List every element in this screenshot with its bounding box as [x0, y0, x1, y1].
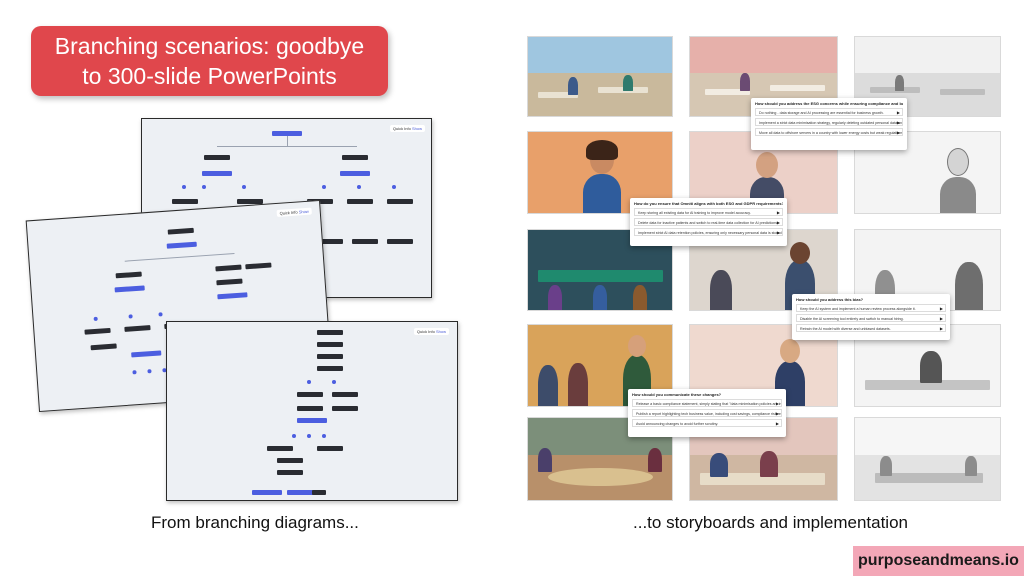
caption-right: ...to storyboards and implementation — [633, 513, 908, 532]
answer-option[interactable]: Publish a report highlighting tech busin… — [632, 409, 782, 417]
answer-option[interactable]: Keep the AI system and implement a human… — [796, 304, 946, 312]
question-title: How should you address this bias? — [796, 297, 864, 302]
slide-title-line-2: to 300-slide PowerPoints — [82, 63, 337, 89]
quick-info-badge: Quick Info Show — [276, 207, 312, 217]
answer-option[interactable]: Disable the AI screening tool entirely a… — [796, 314, 946, 322]
quick-info-badge: Quick Info Show — [413, 328, 449, 335]
answer-option[interactable]: Implement strict AI data retention polic… — [634, 228, 783, 236]
answer-option[interactable]: Keep storing all existing data for AI tr… — [634, 208, 783, 216]
answer-option[interactable]: Implement a strict data minimisation str… — [755, 118, 903, 126]
question-card: How do you ensure that Omniti aligns wit… — [630, 198, 787, 246]
storyboard-panel-office — [689, 36, 838, 117]
answer-option[interactable]: Delete data for inactive patients and sw… — [634, 218, 783, 226]
slide-title: Branching scenarios: goodbye to 300-slid… — [31, 26, 388, 96]
question-title: How should you address the ESG concerns … — [755, 101, 903, 106]
slide-title-line-1: Branching scenarios: goodbye — [54, 33, 365, 59]
branching-diagram-front: Quick Info Show — [166, 321, 458, 501]
storyboard-panel-office — [527, 36, 673, 117]
question-card: How should you communicate these changes… — [628, 389, 786, 437]
answer-option[interactable]: Retrain the AI model with diverse and un… — [796, 324, 946, 332]
question-title: How do you ensure that Omniti aligns wit… — [634, 201, 783, 206]
question-card: How should you address the ESG concerns … — [751, 98, 907, 150]
answer-option[interactable]: Do nothing - data storage and AI process… — [755, 108, 903, 116]
caption-left: From branching diagrams... — [151, 513, 359, 532]
storyboard-panel-boardroom — [854, 417, 1001, 501]
answer-option[interactable]: Avoid announcing changes to avoid furthe… — [632, 419, 782, 427]
question-card: How should you address this bias? Keep t… — [792, 294, 950, 340]
quick-info-badge: Quick Info Show — [389, 125, 425, 132]
answer-option[interactable]: Move all data to offshore servers in a c… — [755, 128, 903, 136]
answer-option[interactable]: Release a basic compliance statement, si… — [632, 399, 782, 407]
brand-badge: purposeandmeans.io — [853, 546, 1024, 576]
question-title: How should you communicate these changes… — [632, 392, 722, 397]
